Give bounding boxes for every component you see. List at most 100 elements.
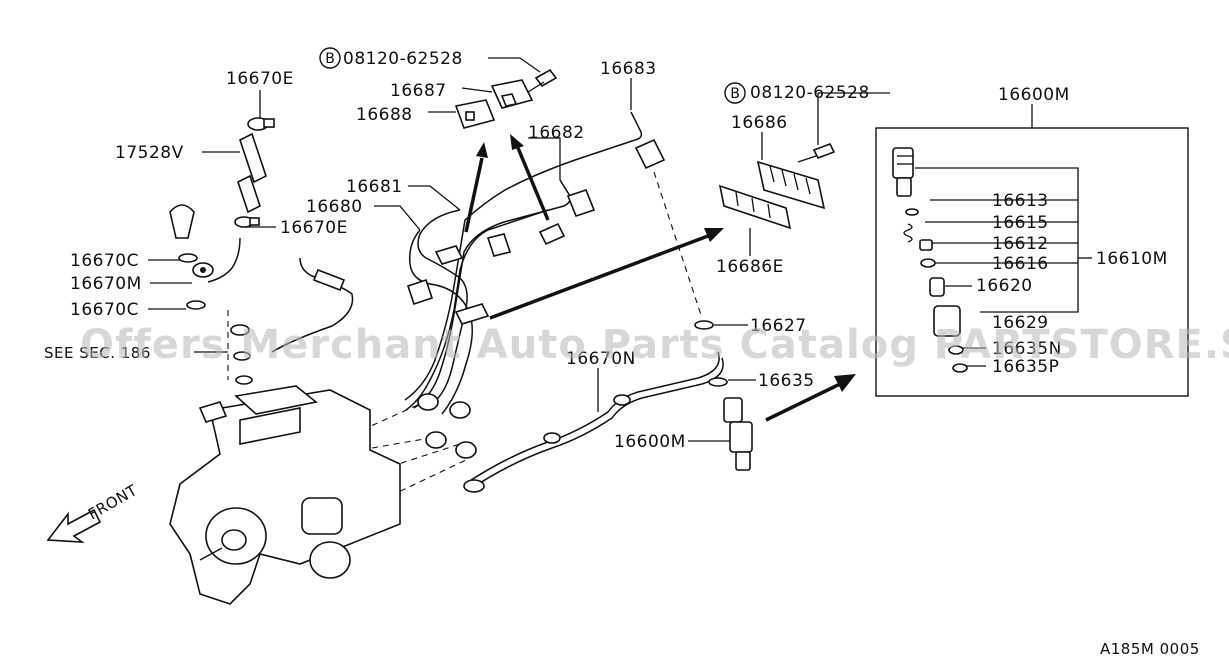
- label-16686E: 16686E: [716, 257, 784, 277]
- label-16670C-1: 16670C: [70, 251, 139, 271]
- label-16629: 16629: [992, 313, 1049, 333]
- pipe-end-nut-1-icon: [417, 393, 439, 411]
- cap-icon: [169, 204, 195, 239]
- svg-text:B: B: [730, 86, 740, 102]
- label-16683: 16683: [600, 59, 657, 79]
- pipe-clamp-lower-icon: [454, 303, 490, 325]
- spring-icon: [903, 223, 913, 243]
- clamp-mid-icon: [234, 216, 260, 228]
- arrow-up-1: [464, 157, 484, 233]
- label-16682: 16682: [528, 123, 585, 143]
- label-16627: 16627: [750, 316, 807, 336]
- retaining-nut-icon: [933, 305, 961, 337]
- label-16635P: 16635P: [992, 357, 1059, 377]
- label-16688: 16688: [356, 105, 413, 125]
- front-direction-icon: [46, 508, 102, 543]
- circle-b-marker-1: B: [319, 47, 341, 69]
- gasket-icon: [952, 363, 968, 373]
- pipe-nut-b-icon: [406, 278, 434, 306]
- clamp-16687-icon: [490, 79, 534, 109]
- washer-16627-icon: [694, 320, 714, 330]
- pipe-nut-16682-icon: [566, 189, 596, 217]
- label-16610M: 16610M: [1096, 249, 1168, 269]
- washer-16670C-icon: [178, 253, 198, 263]
- injector-16600M-icon: [723, 397, 753, 471]
- arrow-up-1-head: [476, 142, 488, 158]
- arrow-up-2: [516, 147, 550, 221]
- label-16600M-box: 16600M: [998, 85, 1070, 105]
- label-bolt-2: 08120-62528: [750, 83, 870, 103]
- hose-lower-icon: [237, 174, 261, 214]
- bolt-2-icon: [797, 142, 836, 163]
- label-17528V: 17528V: [115, 143, 184, 163]
- bolt-1-icon: [527, 68, 558, 93]
- nozzle-icon: [929, 277, 945, 297]
- label-16686: 16686: [731, 113, 788, 133]
- label-16670M: 16670M: [70, 274, 142, 294]
- label-see-sec: SEE SEC. 186: [44, 344, 151, 362]
- label-16670E-top: 16670E: [226, 69, 294, 89]
- leader-16682: [528, 137, 561, 180]
- pressure-pin-icon: [919, 239, 933, 251]
- leader-16681: [408, 185, 461, 211]
- heat-shield-icon: [948, 345, 964, 355]
- pipe-clamp-installed-2-icon: [538, 222, 566, 246]
- banjo-16670M-icon: [192, 262, 214, 278]
- injection-pump-icon: [169, 324, 401, 605]
- arrow-to-assembly-head: [834, 374, 856, 392]
- leader-16687: [461, 87, 493, 93]
- watermark-text: Offers Merchant Auto Parts Catalog PARTS…: [80, 322, 1229, 368]
- bracket-16610M: [915, 167, 1079, 313]
- pipe-end-nut-3-icon: [425, 431, 447, 449]
- svg-text:B: B: [325, 51, 335, 67]
- leader-16680: [374, 205, 421, 231]
- pipe-end-nut-2-icon: [449, 401, 471, 419]
- return-hose-fitting-icon: [312, 268, 346, 292]
- dashed-locator-5: [389, 459, 467, 497]
- return-hose-icon: [271, 257, 354, 353]
- spacer-icon: [905, 208, 919, 216]
- clamp-top-icon: [247, 117, 275, 131]
- arrow-to-16686E-head: [704, 228, 724, 242]
- label-16635: 16635: [758, 371, 815, 391]
- label-16620: 16620: [976, 276, 1033, 296]
- injector-holder-body-icon: [892, 147, 914, 197]
- label-16670C-2: 16670C: [70, 300, 139, 320]
- label-diagram-id: A185M 0005: [1100, 640, 1200, 658]
- label-16615: 16615: [992, 213, 1049, 233]
- spill-tube-16670N-icon: [463, 351, 724, 493]
- label-16680: 16680: [306, 197, 363, 217]
- arrow-up-2-head: [510, 134, 524, 150]
- clamp-16686-icon: [756, 160, 826, 210]
- label-bolt-1: 08120-62528: [343, 49, 463, 69]
- circle-b-marker-2: B: [724, 82, 746, 104]
- dashed-locator-3: [371, 437, 431, 449]
- arrow-to-16686E: [489, 234, 709, 320]
- label-16681: 16681: [346, 177, 403, 197]
- label-16635N: 16635N: [992, 339, 1062, 359]
- clamp-16686E-icon: [718, 184, 792, 230]
- leader-bolt-1b: [519, 57, 541, 73]
- label-16670N: 16670N: [566, 349, 636, 369]
- pipe-clamp-installed-1-icon: [434, 245, 464, 265]
- label-16616: 16616: [992, 254, 1049, 274]
- label-front: FRONT: [85, 481, 141, 524]
- pipe-nut-a-icon: [486, 233, 512, 257]
- clamp-16688-icon: [454, 99, 496, 129]
- washer-16635-icon: [708, 377, 728, 387]
- pipe-end-nut-4-icon: [455, 441, 477, 459]
- washer-16670C-2-icon: [186, 300, 206, 310]
- leak-pipe-icon: [207, 237, 241, 283]
- label-16612: 16612: [992, 234, 1049, 254]
- pipe-nut-16683-icon: [634, 138, 666, 170]
- label-16687: 16687: [390, 81, 447, 101]
- label-16613: 16613: [992, 191, 1049, 211]
- dashed-locator-1: [653, 171, 703, 319]
- washer-icon: [920, 258, 936, 268]
- label-16670E-mid: 16670E: [280, 218, 348, 238]
- arrow-to-assembly: [765, 382, 841, 422]
- injection-pipes-icon: [404, 111, 643, 415]
- label-16600M: 16600M: [614, 432, 686, 452]
